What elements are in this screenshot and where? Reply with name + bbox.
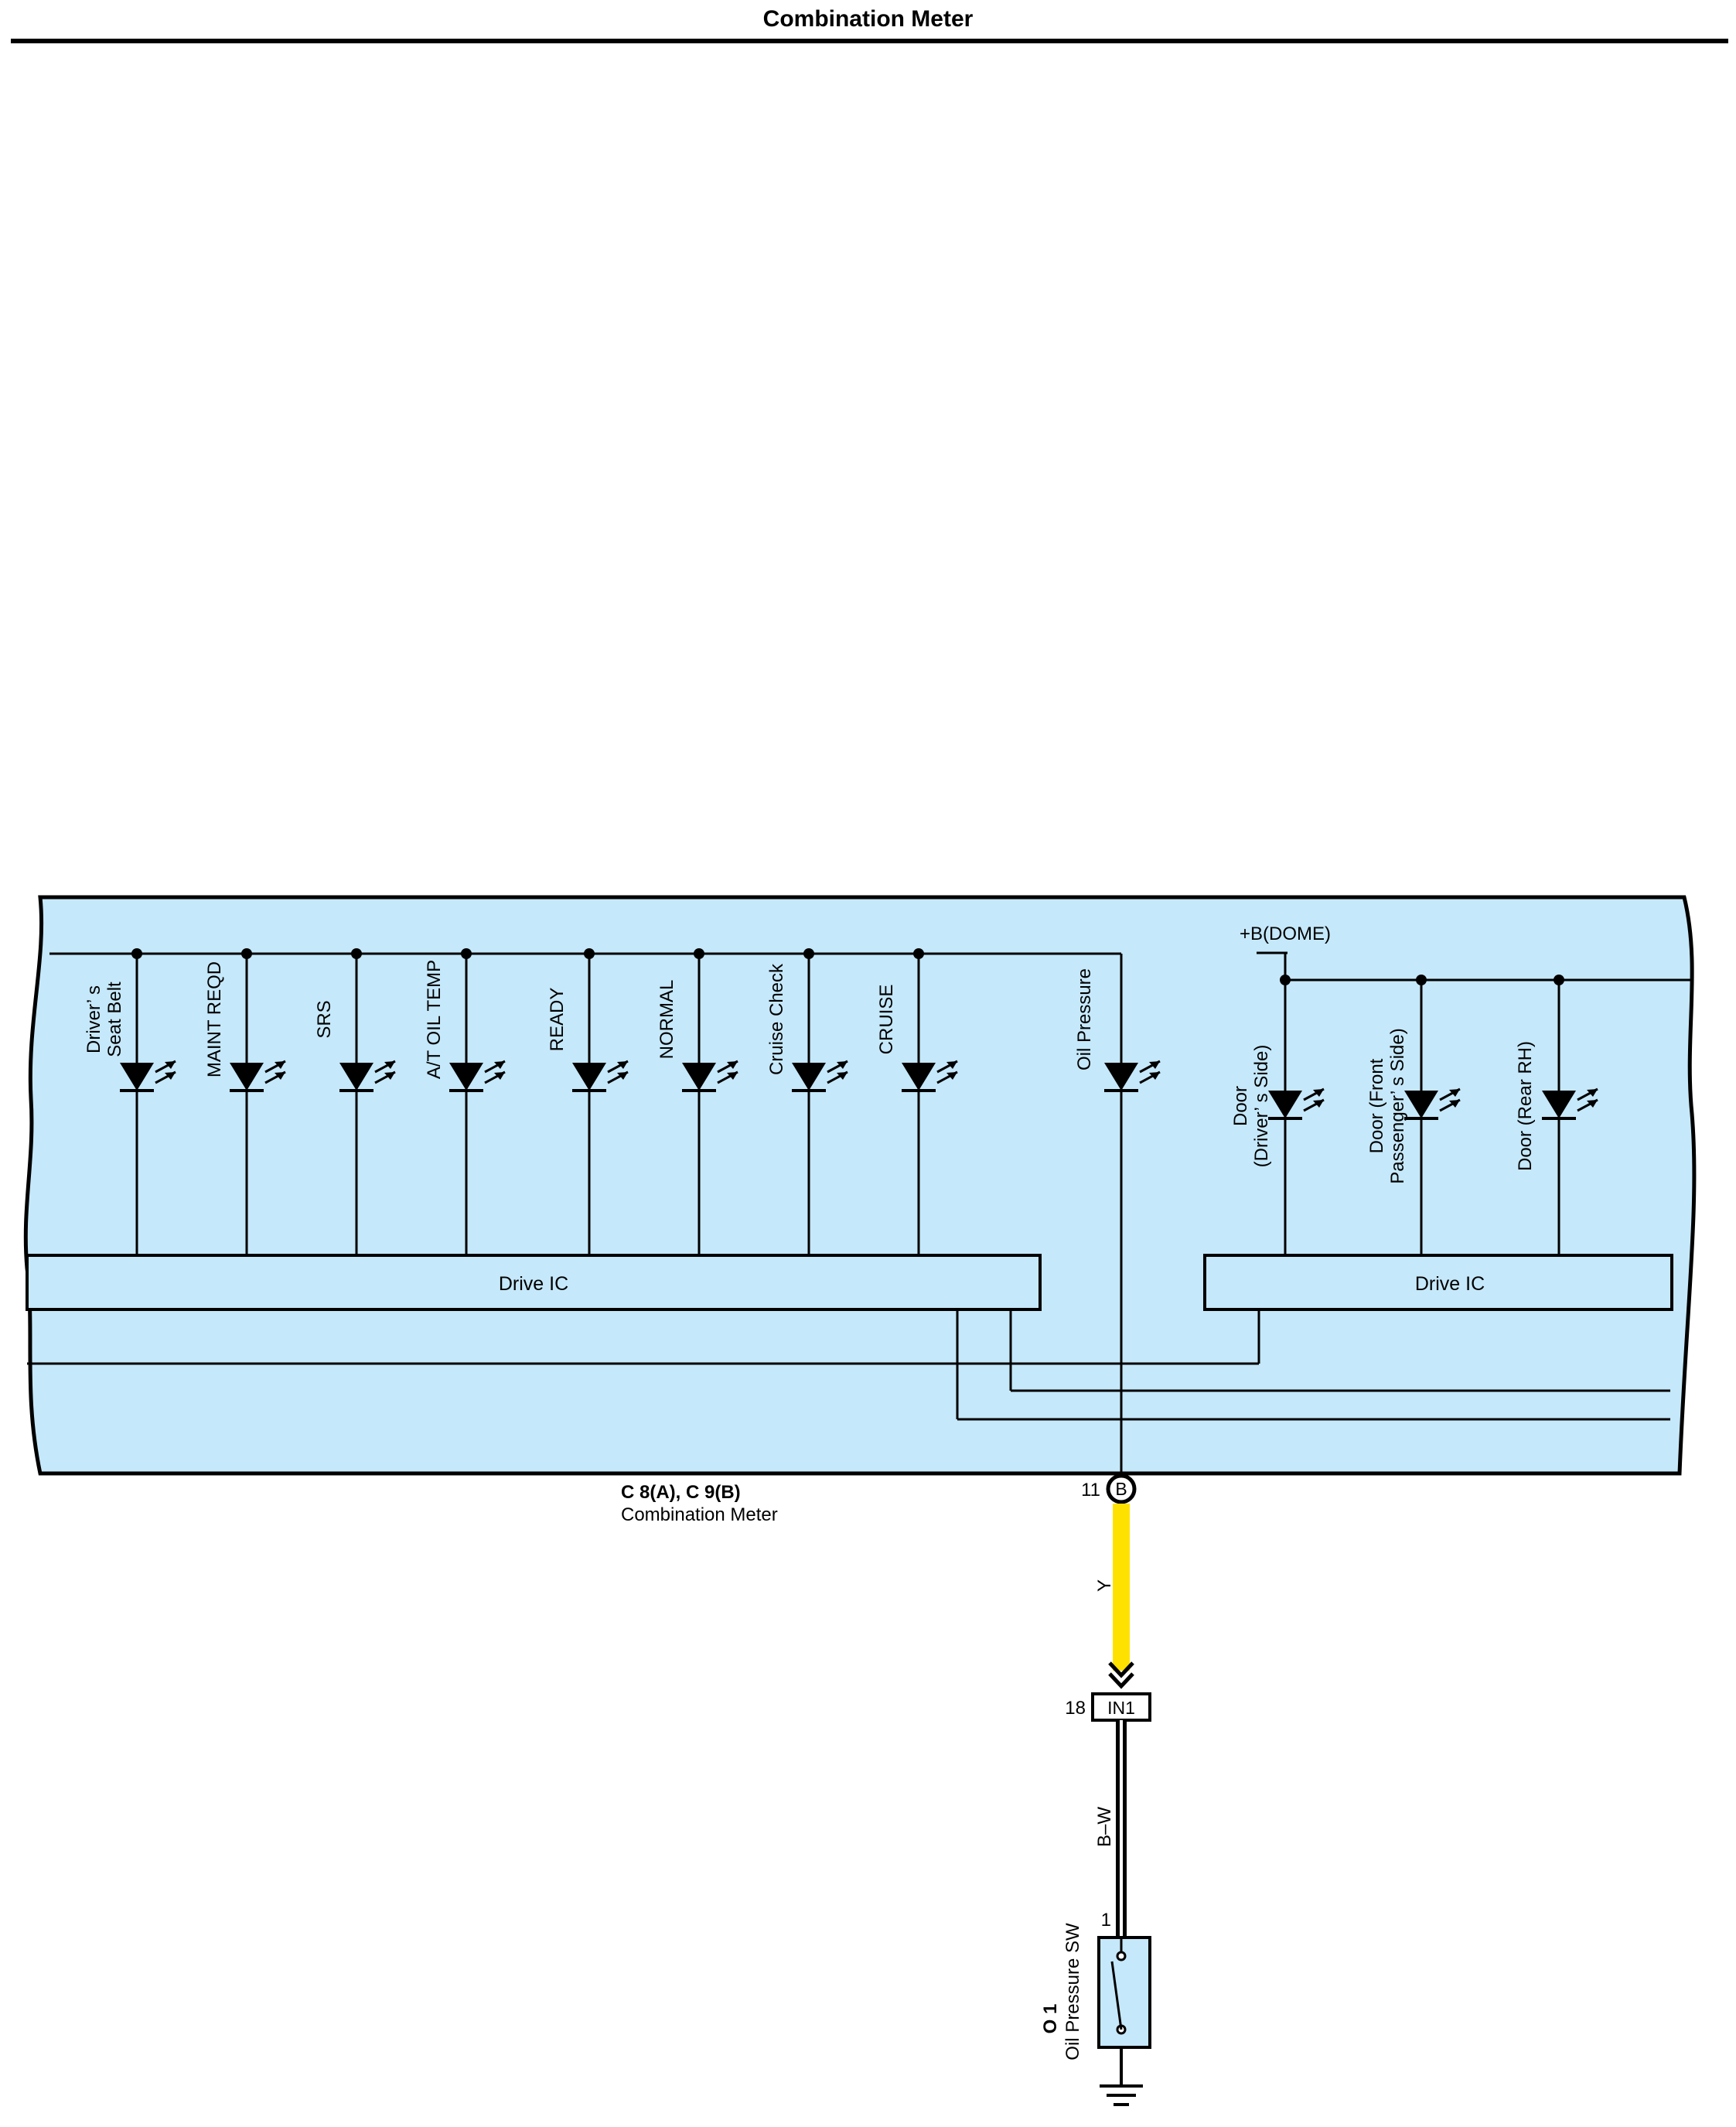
junction-dot — [131, 948, 142, 959]
junction-dot — [584, 948, 595, 959]
indicator-label: SRS — [314, 1000, 335, 1038]
indicator-led-icon — [339, 1060, 396, 1092]
indicator-led-icon — [449, 1060, 506, 1092]
drive-ic-right — [1203, 1254, 1673, 1311]
junction-dot — [351, 948, 362, 959]
indicator-label: READY — [547, 988, 568, 1052]
indicator-label: A/T OIL TEMP — [424, 960, 445, 1079]
connector-chevron-icon — [1108, 1661, 1134, 1689]
meter-connector-name: Combination Meter — [621, 1504, 778, 1525]
door-indicator-label: Door(Driver’ s Side) — [1230, 1045, 1272, 1168]
wire-y-label: Y — [1094, 1579, 1115, 1592]
meter-body — [23, 895, 1697, 1476]
switch-pin: 1 — [1101, 1910, 1111, 1931]
switch-name: Oil Pressure SW — [1062, 1923, 1083, 2060]
door-indicator-led-icon — [1542, 1087, 1598, 1120]
meter-pin-circle — [1106, 1473, 1137, 1504]
indicator-led-icon — [792, 1060, 848, 1092]
indicator-label: Cruise Check — [766, 963, 787, 1075]
indicator-led-icon — [572, 1060, 629, 1092]
indicator-led-icon — [902, 1060, 958, 1092]
drive-ic-left — [26, 1254, 1042, 1311]
indicator-led-icon — [230, 1060, 286, 1092]
wire-bw-label: B–W — [1094, 1807, 1115, 1847]
junction-dot — [1554, 975, 1564, 985]
drive-ic-left-label: Drive IC — [499, 1273, 568, 1295]
in1-pin: 18 — [1065, 1698, 1086, 1719]
door-indicator-label: Door (Rear RH) — [1515, 1041, 1536, 1171]
indicator-led-icon — [682, 1060, 738, 1092]
junction-dot — [913, 948, 924, 959]
meter-pin-letter: B — [1115, 1479, 1127, 1499]
door-indicator-label: Door (FrontPassenger’ s Side) — [1366, 1028, 1408, 1183]
oil-pressure-led-icon — [1104, 1060, 1161, 1092]
junction-dot — [694, 948, 704, 959]
drive-ic-right-label: Drive IC — [1415, 1273, 1485, 1295]
meter-pin-number: 11 — [1081, 1480, 1100, 1501]
meter-connector-id: C 8(A), C 9(B) — [621, 1482, 741, 1503]
switch-blade — [1110, 1961, 1123, 2030]
internal-wiring — [27, 1309, 1670, 1421]
door-indicator-led-icon — [1268, 1087, 1325, 1120]
switch-contact-top — [1116, 1951, 1127, 1961]
indicator-label: NORMAL — [657, 980, 677, 1060]
junction-dot — [1416, 975, 1427, 985]
oil-pressure-label: Oil Pressure — [1074, 968, 1095, 1070]
junction-dot — [461, 948, 472, 959]
switch-id: O 1 — [1040, 2004, 1061, 2034]
junction-dot — [241, 948, 252, 959]
indicator-label: CRUISE — [876, 985, 897, 1055]
indicator-label: MAINT REQD — [204, 961, 225, 1077]
title-rule — [11, 39, 1728, 43]
ground-icon — [1100, 2047, 1143, 2106]
indicator-label: Driver’ sSeat Belt — [84, 982, 125, 1057]
door-indicator-led-icon — [1404, 1087, 1461, 1120]
junction-dot — [803, 948, 814, 959]
in1-label: IN1 — [1107, 1698, 1135, 1718]
dome-supply-label: +B(DOME) — [1240, 924, 1331, 944]
page-title: Combination Meter — [762, 6, 974, 32]
junction-dot — [1280, 975, 1291, 985]
indicator-led-icon — [120, 1060, 176, 1092]
